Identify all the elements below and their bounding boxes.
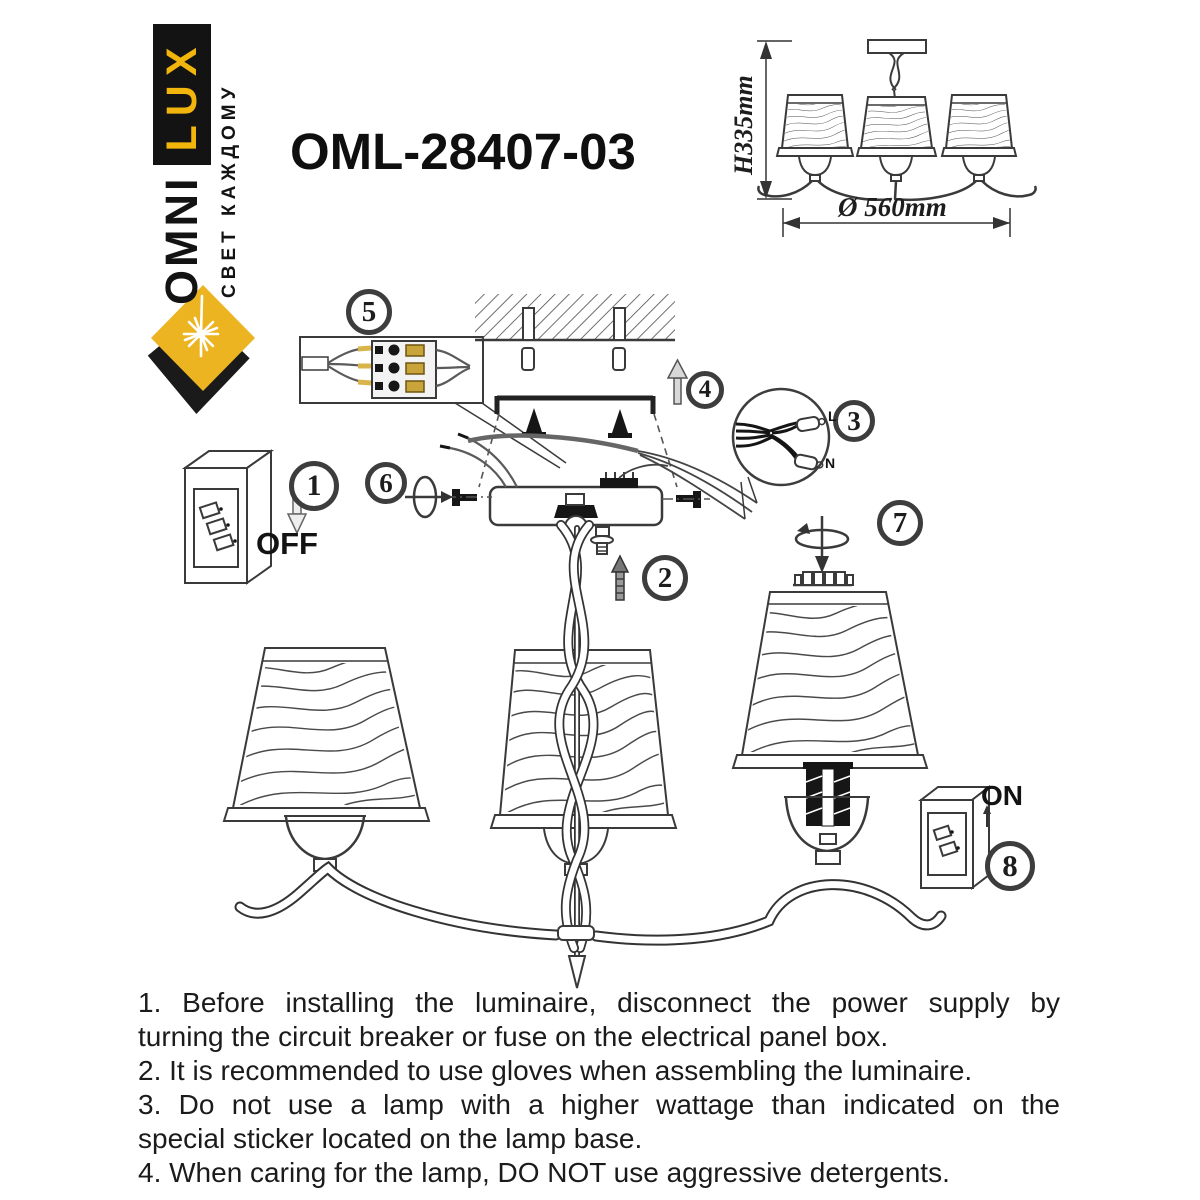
diameter-dimension-label: Ø 560mm xyxy=(838,192,947,222)
instruction-line: 1. Before installing the luminaire, disc… xyxy=(138,987,1060,1018)
instruction-line: 2. It is recommended to use gloves when … xyxy=(138,1055,973,1086)
breaker-panel-on xyxy=(918,784,992,891)
brand-lux-box: LUX xyxy=(153,24,211,166)
brand-wordmark: OMNI LUX xyxy=(152,24,212,306)
shade-rotation-icon xyxy=(793,516,854,587)
brand-tagline: СВЕТ КАЖДОМУ xyxy=(219,82,240,298)
switch-on-label: ON xyxy=(981,780,1023,811)
arrow-up-small-icon xyxy=(983,805,991,827)
ceiling-cross-section xyxy=(475,294,675,371)
wire-label-neutral: N xyxy=(825,455,836,471)
wire-connector-magnifier xyxy=(731,387,831,520)
dimension-drawing xyxy=(757,39,1037,237)
switch-off-label: OFF xyxy=(256,526,318,561)
main-chandelier xyxy=(222,520,947,989)
lamp-socket xyxy=(803,762,853,827)
wire-label-live: L xyxy=(828,408,837,424)
step-badge-2: 2 xyxy=(642,555,688,601)
step-badge-4: 4 xyxy=(686,371,724,409)
instruction-line: 4. When caring for the lamp, DO NOT use … xyxy=(138,1157,950,1188)
screw-icon xyxy=(610,554,630,601)
screwdriver-motion-icon xyxy=(405,475,453,519)
brand-lux-text: LUX xyxy=(157,38,206,152)
connector-neutral xyxy=(793,453,824,471)
step-badge-3: 3 xyxy=(833,400,875,442)
brand-omni-text: OMNI xyxy=(156,175,207,306)
height-dimension-label: H335mm xyxy=(729,75,758,175)
step-badge-8: 8 xyxy=(985,841,1035,891)
mounting-bracket xyxy=(478,358,689,488)
step-badge-6: 6 xyxy=(365,462,407,504)
step-badge-1: 1 xyxy=(289,461,339,511)
brand-logo-icon xyxy=(147,285,255,415)
instruction-line: special sticker located on the lamp base… xyxy=(138,1123,643,1154)
arrow-up-icon xyxy=(666,358,689,405)
care-instructions: 1. Before installing the luminaire, disc… xyxy=(138,986,1060,1190)
model-number: OML-28407-03 xyxy=(290,123,636,180)
instruction-line: turning the circuit breaker or fuse on t… xyxy=(138,1021,889,1052)
terminal-block-inset xyxy=(299,336,567,469)
step-badge-7: 7 xyxy=(877,500,923,546)
breaker-panel-off xyxy=(181,449,308,585)
step-badge-5: 5 xyxy=(346,289,392,335)
connector-live xyxy=(795,415,826,433)
instruction-line: 3. Do not use a lamp with a higher watta… xyxy=(138,1089,1060,1120)
breaker-switches xyxy=(198,501,237,552)
